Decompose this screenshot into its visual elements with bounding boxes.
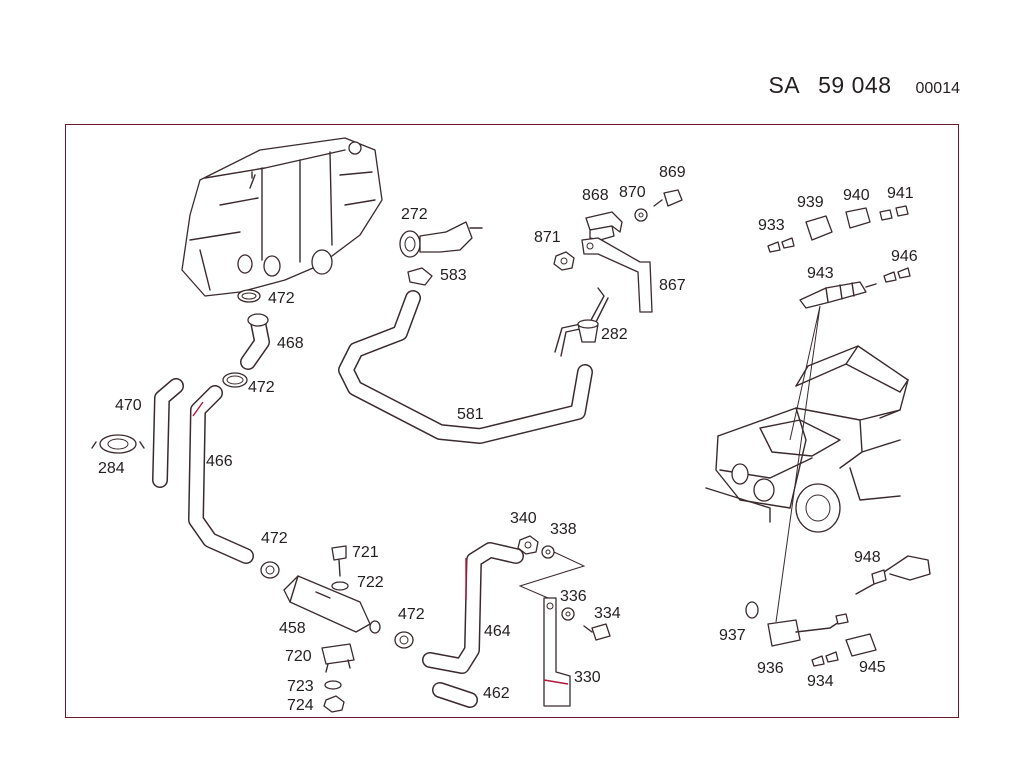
hose-462 (432, 682, 478, 708)
washer-870 (634, 208, 648, 222)
washer-336 (561, 607, 575, 621)
part-label: 948 (854, 549, 881, 566)
header-code: 00014 (915, 80, 961, 97)
part-label: 284 (98, 460, 125, 477)
hose-470 (152, 378, 184, 488)
bracket-720 (321, 643, 355, 673)
part-label: 945 (859, 659, 886, 676)
leader-line-330 (518, 551, 586, 599)
clamp-868 (585, 211, 623, 241)
vehicle-illustration (705, 345, 909, 533)
part-label: 936 (757, 660, 784, 677)
nut-871 (553, 251, 575, 271)
part-label: 340 (510, 510, 537, 527)
part-label: 472 (261, 530, 288, 547)
diagram-header: SA 59 048 00014 (768, 72, 960, 99)
clip-583 (407, 267, 433, 286)
hose-468 (240, 313, 270, 370)
header-number: 59 048 (818, 72, 892, 98)
part-label: 583 (440, 267, 467, 284)
part-label: 721 (352, 544, 379, 561)
muffler-458 (283, 575, 381, 634)
part-label: 336 (560, 588, 587, 605)
part-label: 937 (719, 627, 746, 644)
part-label: 946 (891, 248, 918, 265)
part-label: 940 (843, 187, 870, 204)
grommet-937 (745, 601, 759, 619)
connector-941 (879, 205, 909, 221)
part-label: 581 (457, 406, 484, 423)
part-label: 933 (758, 217, 785, 234)
part-label: 472 (268, 290, 295, 307)
part-label: 468 (277, 335, 304, 352)
part-label: 720 (285, 648, 312, 665)
part-label: 458 (279, 620, 306, 637)
nut-724 (323, 695, 345, 713)
connector-933 (767, 237, 795, 253)
part-label: 934 (807, 673, 834, 690)
valve-272 (399, 221, 483, 258)
washer-722 (331, 581, 349, 591)
leader-line-943 (775, 305, 821, 623)
part-label: 941 (887, 185, 914, 202)
relay-936 (767, 613, 849, 647)
bolt-869 (653, 189, 683, 207)
connector-946 (883, 267, 911, 283)
clamp-472-top (237, 289, 261, 303)
part-label: 943 (807, 265, 834, 282)
part-label: 464 (484, 623, 511, 640)
hose-466 (188, 385, 254, 564)
connector-945 (845, 633, 877, 657)
clamp-472-lower-left (260, 561, 280, 579)
part-label: 472 (248, 379, 275, 396)
connector-939 (805, 215, 833, 241)
part-label: 334 (594, 605, 621, 622)
engine-part (181, 137, 383, 297)
bolt-721 (331, 545, 347, 577)
part-label: 724 (287, 697, 314, 714)
cable-tie-948 (855, 555, 931, 595)
part-label: 869 (659, 164, 686, 181)
connector-934 (811, 651, 839, 667)
bracket-867 (581, 237, 653, 313)
part-label: 330 (574, 669, 601, 686)
part-label: 723 (287, 678, 314, 695)
part-label: 870 (619, 184, 646, 201)
header-prefix: SA (768, 72, 801, 98)
connector-940 (845, 207, 871, 229)
diagram-frame (65, 124, 959, 718)
part-label: 282 (601, 326, 628, 343)
part-label: 722 (357, 574, 384, 591)
part-label: 462 (483, 685, 510, 702)
bolt-334 (583, 623, 611, 641)
clamp-472-lower-right (394, 631, 414, 649)
part-label: 272 (401, 206, 428, 223)
bracket-330 (543, 597, 571, 707)
hose-581 (338, 290, 593, 444)
part-label: 939 (797, 194, 824, 211)
valve-282 (554, 287, 609, 357)
part-label: 868 (582, 187, 609, 204)
part-label: 871 (534, 229, 561, 246)
hose-464 (422, 542, 524, 674)
part-label: 867 (659, 277, 686, 294)
nut-340 (517, 535, 539, 555)
clamp-472-middle (222, 372, 248, 388)
sensor-943 (799, 281, 877, 309)
part-label: 338 (550, 521, 577, 538)
part-label: 470 (115, 397, 142, 414)
clamp-284 (91, 434, 145, 454)
part-label: 472 (398, 606, 425, 623)
part-label: 466 (206, 453, 233, 470)
washer-723 (324, 680, 342, 690)
washer-338 (541, 545, 555, 559)
